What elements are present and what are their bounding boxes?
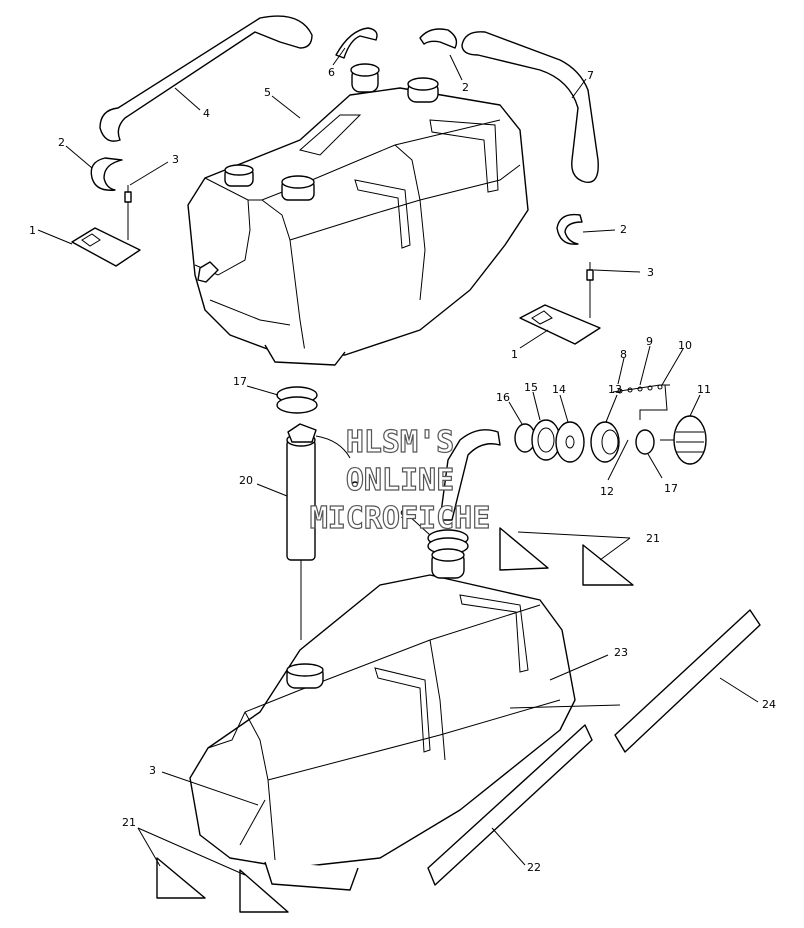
hose-clamp-2b bbox=[90, 157, 123, 191]
callout-label: 2 bbox=[58, 136, 65, 149]
o-ring-12 bbox=[635, 429, 655, 455]
watermark-line2: ONLINE bbox=[346, 463, 454, 498]
tank-strap-7 bbox=[461, 31, 599, 184]
hose-clamp-2a bbox=[419, 28, 458, 49]
gasket-17a bbox=[276, 386, 318, 414]
callout-label: 3 bbox=[149, 764, 156, 777]
callout-label: 16 bbox=[496, 391, 510, 404]
callout-label: 9 bbox=[646, 335, 653, 348]
bracket-1a bbox=[71, 227, 141, 267]
lower-fuel-tank-23 bbox=[189, 548, 621, 891]
fuel-sender-20 bbox=[286, 423, 359, 640]
screw-3b bbox=[586, 262, 594, 318]
pad-24 bbox=[614, 609, 761, 753]
callout-label: 1 bbox=[511, 348, 518, 361]
callout-label: 4 bbox=[203, 107, 210, 120]
tank-strap-4 bbox=[99, 15, 313, 142]
callout-label: 17 bbox=[233, 375, 247, 388]
callout-labels: 1 2 3 4 5 6 2 7 2 3 1 8 9 10 11 17 16 15… bbox=[29, 66, 776, 874]
watermark-line1: HLSM'S bbox=[346, 425, 454, 460]
upper-fuel-tank bbox=[187, 63, 529, 366]
pad-21b bbox=[582, 544, 634, 586]
callout-label: 3 bbox=[172, 153, 179, 166]
callout-label: 2 bbox=[462, 81, 469, 94]
fuel-cap-11 bbox=[660, 415, 707, 465]
watermark-line3: MICROFICHE bbox=[310, 501, 491, 536]
callout-label: 3 bbox=[647, 266, 654, 279]
callout-label: 1 bbox=[29, 224, 36, 237]
callout-label: 17 bbox=[664, 482, 678, 495]
callout-label: 8 bbox=[620, 348, 627, 361]
callout-label: 21 bbox=[646, 532, 660, 545]
callout-label: 23 bbox=[614, 646, 628, 659]
callout-label: 13 bbox=[608, 383, 622, 396]
pad-21c bbox=[156, 857, 206, 899]
filler-hose bbox=[439, 429, 501, 521]
hose-clamp-2c bbox=[556, 213, 583, 245]
callout-label: 10 bbox=[678, 339, 692, 352]
leader-lines bbox=[37, 47, 759, 876]
callout-label: 12 bbox=[600, 485, 614, 498]
seal-15 bbox=[555, 421, 585, 463]
callout-label: 11 bbox=[697, 383, 711, 396]
tether-chain-8 bbox=[612, 384, 670, 420]
callout-label: 15 bbox=[524, 381, 538, 394]
watermark: HLSM'S ONLINE MICROFICHE bbox=[309, 424, 491, 536]
pad-21d bbox=[239, 869, 289, 913]
callout-label: 6 bbox=[328, 66, 335, 79]
hose-6 bbox=[335, 27, 378, 59]
callout-label: 14 bbox=[552, 383, 566, 396]
pad-21a bbox=[499, 527, 549, 571]
screw-3a bbox=[124, 185, 132, 240]
pad-22 bbox=[427, 724, 593, 886]
callout-label: 22 bbox=[527, 861, 541, 874]
callout-label: 7 bbox=[587, 69, 594, 82]
callout-label: 2 bbox=[620, 223, 627, 236]
callout-label: 24 bbox=[762, 698, 776, 711]
callout-label: 19 bbox=[393, 508, 407, 521]
callout-label: 20 bbox=[239, 474, 253, 487]
cap-neck-14 bbox=[590, 421, 620, 463]
callout-label: 5 bbox=[264, 86, 271, 99]
bracket-1b bbox=[519, 304, 601, 345]
callout-label: 21 bbox=[122, 816, 136, 829]
